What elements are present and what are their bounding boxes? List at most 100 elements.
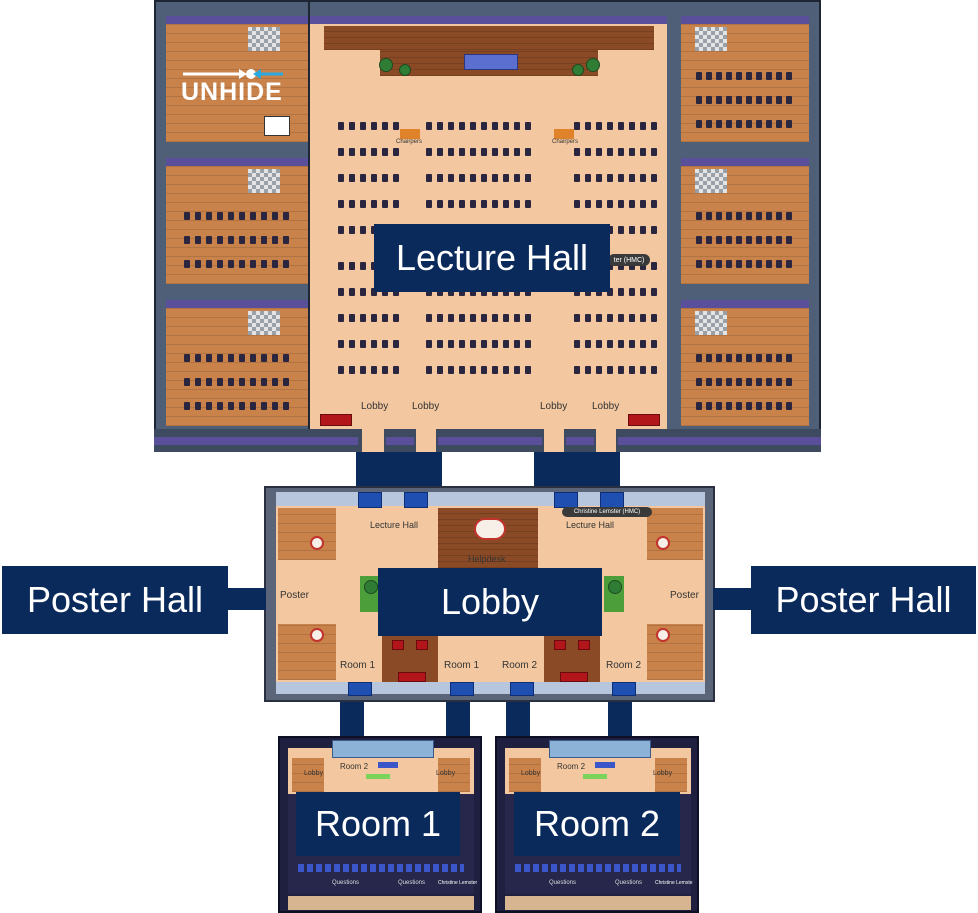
chair [228, 236, 234, 244]
room-label-lobby: Lobby [521, 770, 541, 777]
chair [514, 122, 520, 130]
chair [596, 122, 602, 130]
chair [618, 288, 624, 296]
chair [607, 226, 613, 234]
checker-tile [248, 311, 280, 335]
chair [338, 366, 344, 374]
chair [503, 122, 509, 130]
chair [756, 236, 762, 244]
chair [481, 314, 487, 322]
chair [492, 366, 498, 374]
chair [437, 148, 443, 156]
chair [459, 340, 465, 348]
chair [726, 260, 732, 268]
sofa [628, 414, 660, 426]
chair [716, 96, 722, 104]
chair [776, 354, 782, 362]
chair [726, 72, 732, 80]
chair [514, 340, 520, 348]
chair [371, 174, 377, 182]
chair [629, 262, 635, 270]
door-label-lobby: Lobby [592, 401, 620, 412]
chair [338, 122, 344, 130]
chair [696, 402, 702, 410]
chair [437, 174, 443, 182]
chair [706, 72, 712, 80]
chair [651, 288, 657, 296]
door [348, 682, 372, 696]
chair [283, 260, 289, 268]
chair [786, 260, 792, 268]
lobby-label-room: Room 1 [340, 660, 376, 671]
chair [706, 354, 712, 362]
chair [574, 288, 580, 296]
seat-row [298, 864, 464, 872]
chair [481, 366, 487, 374]
chair [217, 236, 223, 244]
green-seats [366, 774, 390, 779]
chair [706, 212, 712, 220]
chair [481, 288, 487, 296]
chair [503, 340, 509, 348]
chair [525, 288, 531, 296]
chair [776, 212, 782, 220]
chair [239, 378, 245, 386]
round-table [656, 628, 670, 642]
chair [481, 174, 487, 182]
chair [250, 378, 256, 386]
chair [786, 378, 792, 386]
chair [629, 122, 635, 130]
connector [228, 588, 266, 610]
chair [629, 226, 635, 234]
chair [716, 354, 722, 362]
room-label-lobby: Lobby [653, 770, 673, 777]
chair [217, 260, 223, 268]
chair [746, 236, 752, 244]
chair [448, 288, 454, 296]
door [612, 682, 636, 696]
chair [360, 314, 366, 322]
chair [338, 340, 344, 348]
room-label-lobby: Lobby [436, 770, 456, 777]
chair [360, 288, 366, 296]
chair [283, 212, 289, 220]
chair [481, 340, 487, 348]
chair [766, 120, 772, 128]
chair [503, 148, 509, 156]
chair [786, 72, 792, 80]
chair [629, 314, 635, 322]
chair [618, 174, 624, 182]
blue-seats [595, 762, 615, 768]
chair [371, 200, 377, 208]
chairperson-seat [554, 129, 574, 139]
chair [585, 340, 591, 348]
chair [640, 174, 646, 182]
chair [492, 288, 498, 296]
chair [696, 96, 702, 104]
chair [437, 288, 443, 296]
chair [360, 366, 366, 374]
chair [585, 122, 591, 130]
right-room-2 [681, 166, 809, 284]
chair [360, 200, 366, 208]
chair [756, 96, 762, 104]
lobby-label-poster: Poster [670, 590, 699, 601]
chair [786, 212, 792, 220]
chair [250, 260, 256, 268]
chair [651, 226, 657, 234]
stage [324, 26, 654, 50]
chair [736, 120, 742, 128]
chair [195, 354, 201, 362]
chair [195, 378, 201, 386]
chair [228, 212, 234, 220]
chair [382, 200, 388, 208]
chair [618, 200, 624, 208]
chair [448, 366, 454, 374]
chair [360, 122, 366, 130]
lobby-label-poster: Poster [280, 590, 309, 601]
chair [250, 354, 256, 362]
chair [250, 402, 256, 410]
chair [585, 200, 591, 208]
chair [349, 226, 355, 234]
lobby-map: Helpdesk Lecture Hall Lecture Hall Chris… [264, 486, 715, 702]
